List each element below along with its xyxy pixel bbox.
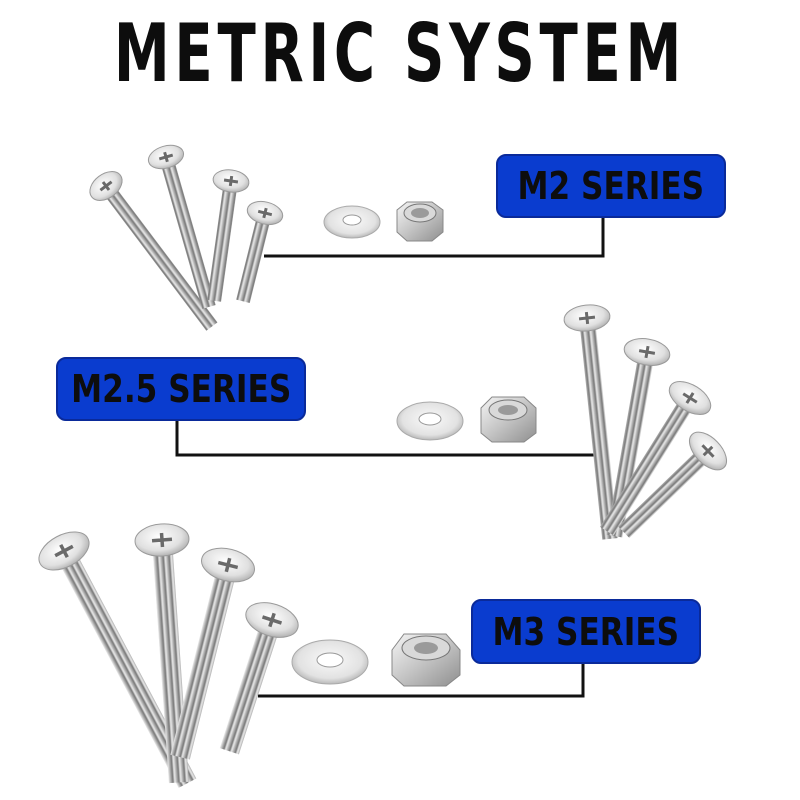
screw-icon [219, 602, 299, 755]
m3-screw-group [38, 523, 461, 788]
hex-lock-nut-icon [480, 396, 537, 443]
connector-line-m3 [258, 658, 585, 698]
m25-series-label: M2.5 SERIES [70, 367, 292, 411]
flat-washer-icon [291, 639, 369, 685]
connector-line-m2 [264, 212, 605, 258]
m2-series-label: M2 SERIES [517, 164, 705, 208]
m2-screw-group [89, 144, 444, 331]
hex-lock-nut-icon [396, 201, 444, 242]
screw-icon [207, 169, 250, 302]
page-title: METRIC SYSTEM [113, 7, 687, 100]
m3-series-badge: M3 SERIES [471, 599, 701, 664]
m2-series-badge: M2 SERIES [496, 154, 726, 218]
screw-icon [170, 547, 255, 760]
flat-washer-icon [396, 401, 464, 441]
screw-icon [236, 200, 284, 303]
m3-series-label: M3 SERIES [492, 609, 680, 654]
screw-icon [618, 431, 728, 539]
hex-lock-nut-icon [391, 633, 461, 687]
connector-line-m25 [175, 414, 600, 457]
screw-icon [134, 523, 190, 784]
flat-washer-icon [323, 205, 381, 239]
screw-icon [89, 171, 218, 331]
screw-icon [38, 531, 197, 788]
screw-icon [147, 144, 216, 309]
m25-series-badge: M2.5 SERIES [56, 357, 306, 421]
screw-icon [600, 381, 712, 536]
m25-screw-group [396, 304, 728, 540]
screw-icon [563, 304, 619, 540]
screw-icon [606, 338, 671, 538]
